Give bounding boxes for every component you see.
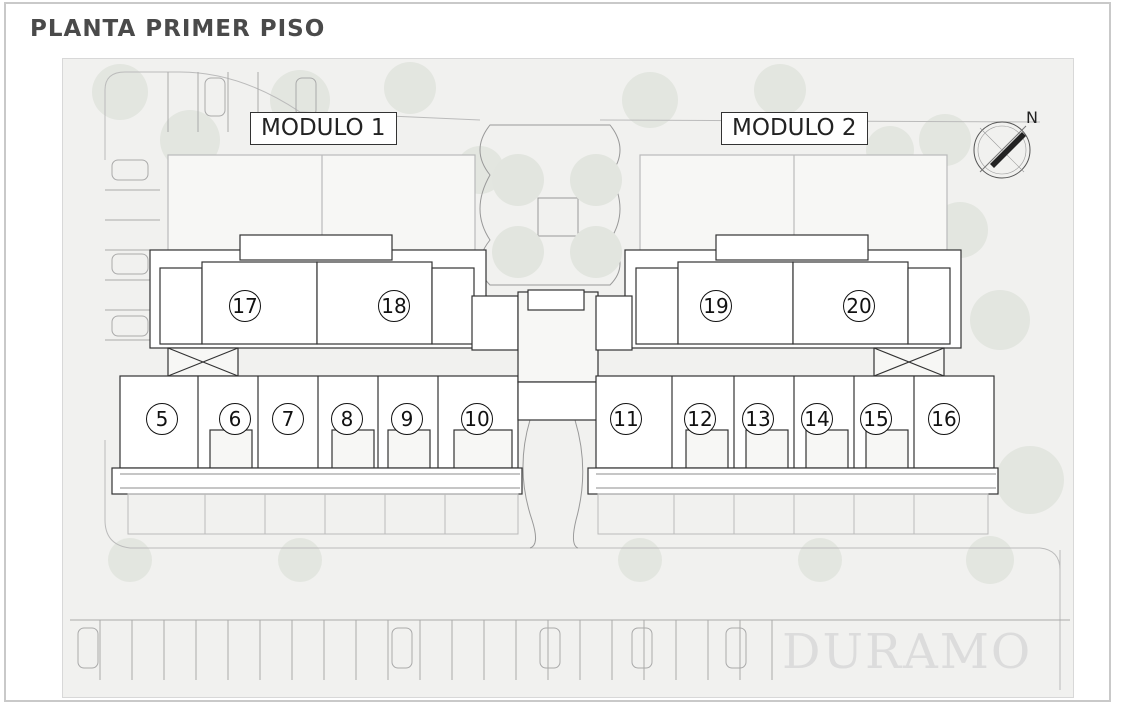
- module-2-label: MODULO 2: [721, 112, 868, 145]
- module-1-label: MODULO 1: [250, 112, 397, 145]
- north-label: N: [1026, 108, 1038, 127]
- unit-18-marker[interactable]: 18: [378, 290, 410, 322]
- unit-9-marker[interactable]: 9: [391, 403, 423, 435]
- north-compass-icon: [973, 121, 1031, 179]
- unit-10-marker[interactable]: 10: [461, 403, 493, 435]
- module-2-building: [587, 154, 999, 495]
- unit-14-marker[interactable]: 14: [801, 403, 833, 435]
- unit-19-marker[interactable]: 19: [700, 290, 732, 322]
- unit-11-marker[interactable]: 11: [610, 403, 642, 435]
- page-title: PLANTA PRIMER PISO: [30, 16, 326, 42]
- parking-bottom: [70, 619, 1070, 680]
- unit-7-marker[interactable]: 7: [272, 403, 304, 435]
- unit-20-marker[interactable]: 20: [843, 290, 875, 322]
- module-1-building: [111, 154, 523, 495]
- unit-12-marker[interactable]: 12: [684, 403, 716, 435]
- unit-15-marker[interactable]: 15: [860, 403, 892, 435]
- unit-13-marker[interactable]: 13: [742, 403, 774, 435]
- watermark-logo: DURAMO: [782, 624, 1033, 680]
- unit-16-marker[interactable]: 16: [928, 403, 960, 435]
- unit-6-marker[interactable]: 6: [219, 403, 251, 435]
- module-2-railing: [596, 473, 996, 489]
- connector-corridor: [517, 289, 599, 421]
- unit-17-marker[interactable]: 17: [229, 290, 261, 322]
- module-1-railing: [120, 473, 520, 489]
- unit-8-marker[interactable]: 8: [331, 403, 363, 435]
- unit-5-marker[interactable]: 5: [146, 403, 178, 435]
- parking-top: [167, 72, 317, 132]
